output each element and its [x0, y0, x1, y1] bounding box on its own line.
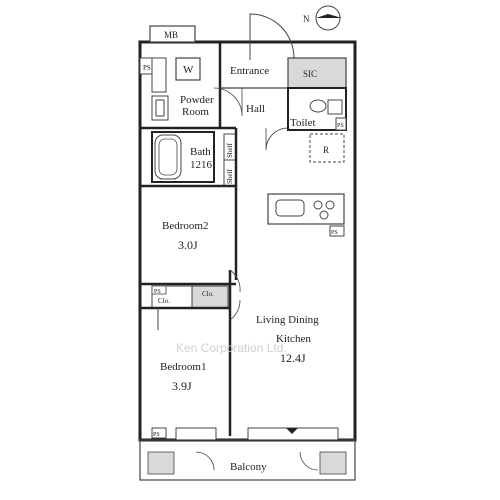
svg-text:Shelf: Shelf — [226, 169, 234, 184]
label-powder-room-2: Room — [182, 106, 209, 118]
label-toilet: Toilet — [290, 117, 316, 129]
refrigerator-space: R — [309, 133, 345, 163]
svg-text:W: W — [183, 64, 194, 76]
sic-closet: SIC — [287, 57, 347, 89]
svg-text:PS: PS — [337, 123, 344, 129]
label-bedroom2: Bedroom2 — [162, 220, 208, 232]
toilet-fixture — [309, 99, 343, 115]
watermark: Ken Corporation Ltd. — [176, 341, 287, 355]
svg-text:PS: PS — [143, 64, 151, 72]
label-bath-1: Bath — [190, 146, 211, 158]
kitchen-counter — [267, 193, 345, 225]
svg-text:Clo.: Clo. — [202, 290, 214, 298]
svg-text:PS: PS — [154, 289, 161, 295]
svg-text:Shelf: Shelf — [226, 143, 234, 158]
svg-text:Clo.: Clo. — [158, 297, 170, 305]
label-hall: Hall — [246, 103, 265, 115]
label-living-2: Kitchen — [276, 333, 311, 345]
label-powder-room-1: Powder — [180, 94, 214, 106]
label-living-size: 12.4J — [280, 351, 306, 365]
balcony — [139, 439, 356, 481]
meter-box: MB — [149, 25, 196, 43]
label-bath-2: 1216 — [190, 159, 213, 171]
svg-text:PS: PS — [331, 230, 338, 236]
label-living-1: Living Dining — [256, 314, 319, 326]
entrance-door — [249, 13, 295, 60]
compass-icon: N — [303, 5, 342, 31]
bathtub — [154, 134, 182, 180]
svg-text:N: N — [303, 14, 310, 24]
svg-text:MB: MB — [164, 30, 178, 40]
label-balcony: Balcony — [230, 461, 267, 473]
label-bedroom2-size: 3.0J — [178, 238, 198, 252]
svg-text:SIC: SIC — [303, 69, 317, 79]
washer-space: W — [175, 57, 201, 81]
label-entrance: Entrance — [230, 65, 269, 77]
svg-text:R: R — [323, 145, 329, 155]
svg-text:PS: PS — [153, 432, 160, 438]
label-bedroom1: Bedroom1 — [160, 361, 206, 373]
label-bedroom1-size: 3.9J — [172, 379, 192, 393]
